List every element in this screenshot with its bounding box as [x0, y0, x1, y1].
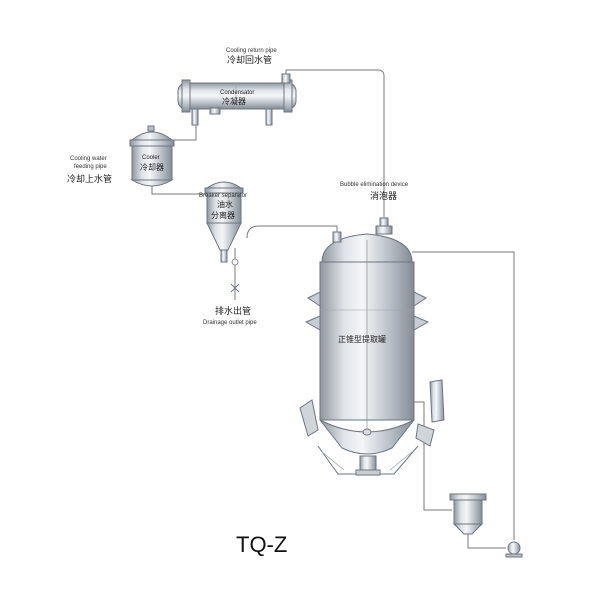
tank-to-filter-pipe [412, 401, 452, 511]
cooler-label-cn: 冷却器 [140, 162, 164, 172]
cooler-to-separator-pipe [151, 186, 224, 195]
cooling-return-pipe [285, 69, 385, 228]
circulation-pipe [412, 251, 515, 540]
condensator-label-en: Condensator [220, 90, 254, 96]
main-tank-label-cn: 正锥型提取罐 [338, 334, 386, 344]
cooling-water-feeding-label-cn: 冷却上水管 [67, 173, 112, 185]
model-name: TQ-Z [236, 532, 287, 557]
piping [151, 69, 515, 549]
breaker-separator-label-en: Breaker separator [199, 193, 247, 199]
breaker-separator: 油水 分离器 [204, 181, 244, 293]
cooling-return-pipe-label-en: Cooling return pipe [226, 48, 277, 54]
separator-label-cn-2: 分离器 [211, 210, 235, 220]
cooling-water-feeding-label-en-2: feeding pipe [74, 164, 107, 170]
separator-label-cn-1: 油水 [217, 199, 233, 209]
condenser: Condensator 冷凝器 [177, 73, 297, 126]
bubble-elimination-label-cn: 消泡器 [370, 190, 397, 202]
drainage-outlet-label-cn: 排水出管 [215, 305, 251, 317]
circulation-pump [505, 541, 523, 558]
condensator-label-cn: 冷凝器 [222, 96, 246, 106]
cooler-label-en: Cooler [142, 155, 160, 161]
cooler: Cooler 冷却器 [129, 125, 175, 187]
cooling-water-feeding-label-en-1: Cooling water [70, 156, 107, 162]
filter-vessel [449, 493, 487, 535]
main-extraction-tank: 正锥型提取罐 [299, 217, 445, 476]
separator-to-tank-pipe [246, 225, 338, 240]
bubble-elimination-label-en: Bubble elimination device [340, 182, 409, 188]
drainage-outlet-label-en: Drainage outlet pipe [203, 320, 257, 326]
filter-to-pump-pipe [467, 530, 506, 549]
cooling-return-pipe-label-cn: 冷却回水管 [227, 54, 272, 66]
